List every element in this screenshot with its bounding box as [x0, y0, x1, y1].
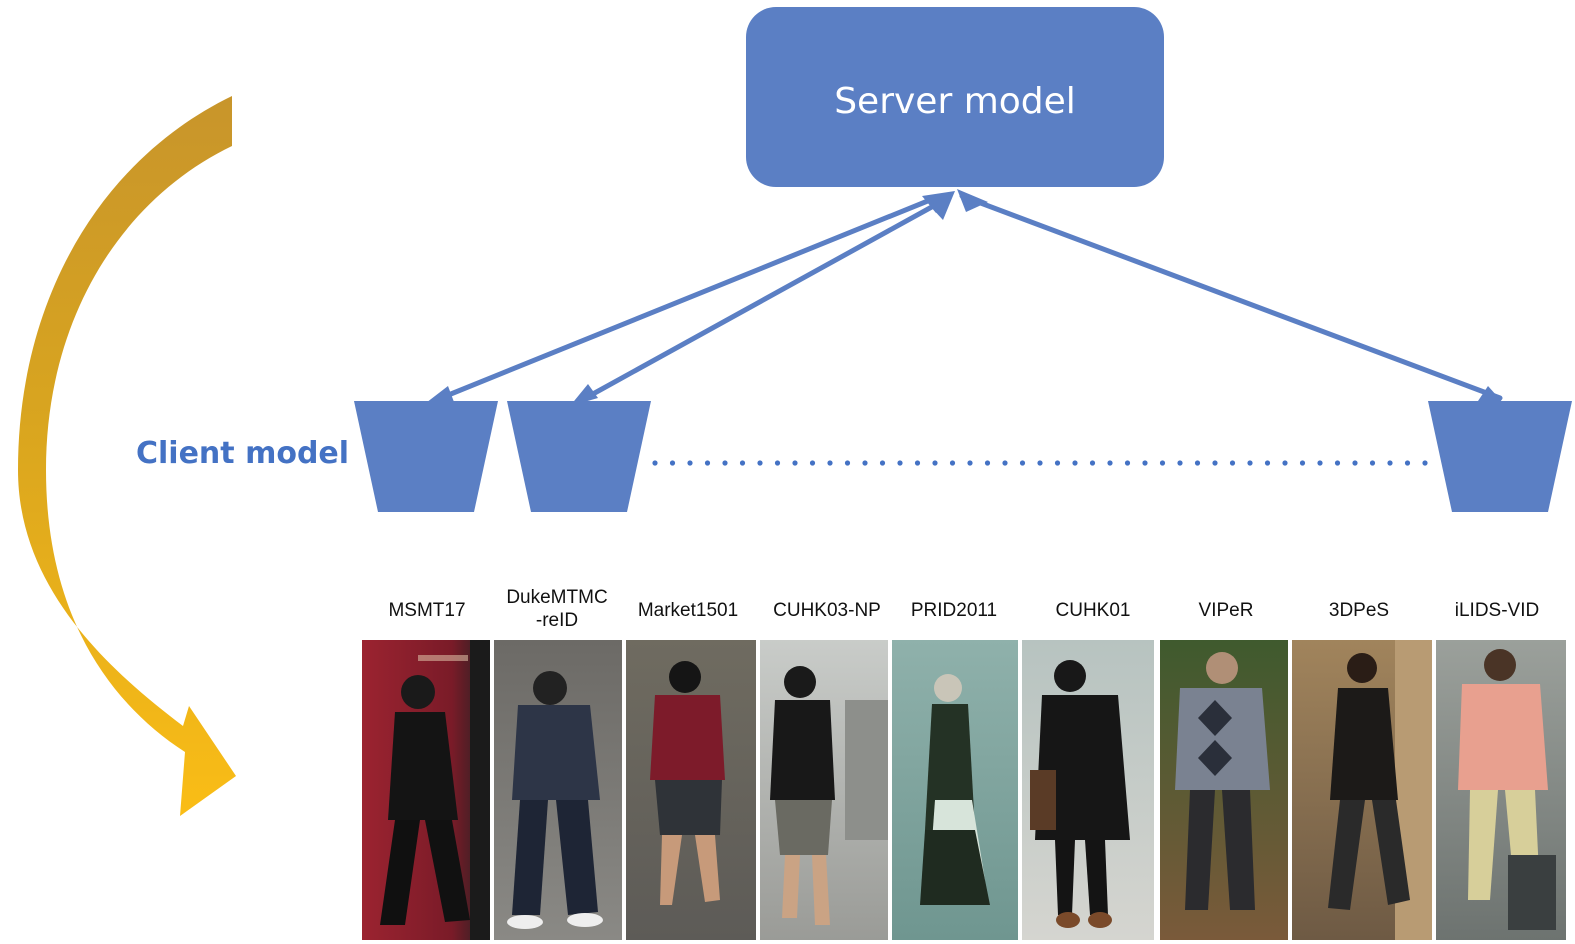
ellipsis-dot [1124, 460, 1131, 466]
person-image-3dpes [1292, 640, 1432, 940]
ellipsis-dot [792, 460, 798, 466]
dataset-label-market1501: Market1501 [638, 600, 738, 621]
ellipsis-dot [1089, 460, 1096, 466]
ellipsis-dot [774, 460, 781, 466]
person-image-market1501 [626, 640, 756, 940]
ellipsis-dot [1317, 460, 1323, 466]
ellipsis-dot [1387, 460, 1393, 466]
dataset-label-cuhk01: CUHK01 [1056, 600, 1131, 621]
person-image-ilidsvid [1436, 640, 1566, 940]
ellipsis-dot [757, 460, 763, 466]
ellipsis-dot [739, 460, 746, 466]
ellipsis-dot [984, 460, 991, 466]
dataset-label-dukemtmc: DukeMTMC [506, 587, 607, 608]
link-server-client-3 [959, 193, 1503, 401]
client-model-nodes [354, 401, 1572, 512]
ellipsis-dot [1107, 460, 1113, 466]
ellipsis-dot [809, 460, 816, 466]
server-model-label: Server model [834, 81, 1076, 122]
ellipsis-dot [687, 460, 693, 466]
person-image-cuhk03np [760, 640, 888, 940]
dataset-label-dukemtmc-line2: -reID [536, 610, 578, 631]
ellipsis-dot [1247, 460, 1253, 466]
ellipsis-dot [1019, 460, 1026, 466]
ellipsis-dot [1422, 460, 1428, 466]
dataset-labels: MSMT17 DukeMTMC -reID Market1501 CUHK03-… [388, 587, 1539, 631]
ellipsis-dot [949, 460, 956, 466]
ellipsis-dot [1072, 460, 1078, 466]
arrowheads-server [922, 189, 988, 220]
ellipsis-dot [827, 460, 833, 466]
ellipsis-dot [1282, 460, 1288, 466]
dataset-label-ilidsvid: iLIDS-VID [1455, 600, 1539, 621]
person-image-cuhk01 [1022, 640, 1154, 940]
client-model-label: Client model [136, 436, 349, 471]
ellipsis-dot [1212, 460, 1218, 466]
ellipsis-dot [1334, 460, 1341, 466]
cycle-arrow-icon [18, 96, 236, 816]
person-image-dukemtmc [494, 640, 622, 940]
link-server-client-2 [579, 195, 951, 403]
ellipsis-dot [967, 460, 973, 466]
ellipsis-dot [652, 460, 658, 466]
ellipsis-dot [879, 460, 886, 466]
link-server-client-1 [433, 193, 943, 403]
dataset-label-3dpes: 3DPeS [1329, 600, 1389, 621]
ellipsis-dot [1369, 460, 1376, 466]
ellipsis-dot [1299, 460, 1306, 466]
client-model-node-1 [354, 401, 498, 512]
ellipsis-dot [932, 460, 938, 466]
person-image-msmt17 [362, 640, 490, 940]
client-model-node-2 [507, 401, 651, 512]
dataset-label-cuhk03np: CUHK03-NP [773, 600, 881, 621]
person-image-viper [1160, 640, 1288, 940]
dataset-label-viper: VIPeR [1199, 600, 1254, 621]
ellipsis-dot [897, 460, 903, 466]
ellipsis-dot [1177, 460, 1183, 466]
ellipsis-dot [722, 460, 728, 466]
ellipsis-dot [914, 460, 921, 466]
person-image-prid2011 [892, 640, 1018, 940]
ellipsis-dot [704, 460, 711, 466]
ellipsis-dot [844, 460, 851, 466]
ellipsis-dot [1194, 460, 1201, 466]
ellipsis-dot [669, 460, 676, 466]
ellipsis-dot [1037, 460, 1043, 466]
dataset-label-msmt17: MSMT17 [388, 600, 465, 621]
server-client-links [433, 193, 1503, 403]
ellipsis-dot [1054, 460, 1061, 466]
client-ellipsis-dots [652, 460, 1428, 466]
ellipsis-dot [1352, 460, 1358, 466]
ellipsis-dot [1002, 460, 1008, 466]
ellipsis-dot [1159, 460, 1166, 466]
ellipsis-dot [1142, 460, 1148, 466]
client-model-node-3 [1428, 401, 1572, 512]
ellipsis-dot [1404, 460, 1411, 466]
person-images [362, 640, 1566, 940]
ellipsis-dot [862, 460, 868, 466]
ellipsis-dot [1264, 460, 1271, 466]
dataset-label-prid2011: PRID2011 [911, 600, 997, 621]
server-model-node: Server model [746, 7, 1164, 187]
ellipsis-dot [1229, 460, 1236, 466]
